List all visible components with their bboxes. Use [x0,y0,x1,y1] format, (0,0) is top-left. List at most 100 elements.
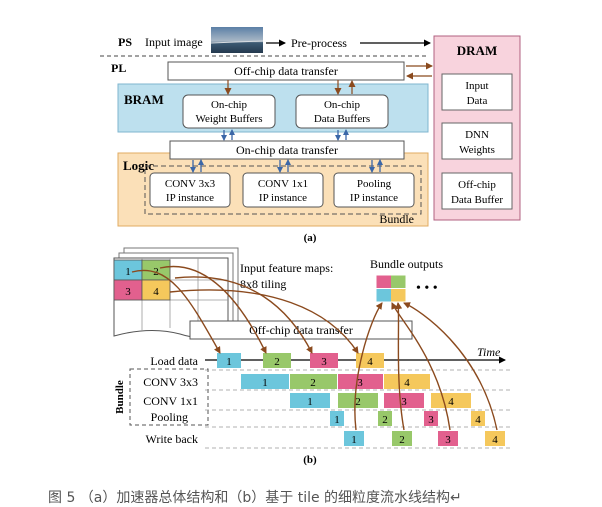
arrow-tile1-load [131,269,221,354]
pool-block-2-label: 2 [382,414,388,426]
row-label-pool: Pooling [151,410,188,424]
input-image-label: Input image [145,35,203,49]
dram-buffer-line1: Off-chip [458,179,496,191]
offchip-transfer-label: Off-chip data transfer [234,64,338,78]
onchip-transfer-label-overlay: On-chip data transfer [236,143,338,157]
conv1-block-1-label: 1 [307,396,313,408]
dram-weights-box [441,122,513,160]
arrow-write3-out [391,302,451,431]
dram-input-line1: Input [465,80,488,92]
load-block-1-label: 1 [226,356,232,368]
part-a-sublabel: (a) [304,232,317,244]
bram-label: BRAM [124,92,164,107]
ps-label: PS [118,35,132,49]
dram-buffer-line2: Data Buffer [451,194,503,206]
pool-line2: IP instance [350,192,398,204]
load-block-2-label: 2 [274,356,280,368]
pool-block-4 [471,411,485,426]
arrow-tile3-load [174,276,313,354]
row-label-conv3: CONV 3x3 [143,375,198,389]
arrow-write4-out [403,302,498,431]
output-tile-2b [391,275,406,288]
load-block-2 [263,353,291,368]
offchip-transfer-b-label: Off-chip data transfer [249,323,353,337]
conv3-block-1-label: 1 [262,377,268,389]
pool-block-1-label: 1 [334,414,340,426]
conv1-box [242,172,324,208]
conv1-block-4-label: 4 [448,396,454,408]
preprocess-label: Pre-process [291,36,347,50]
conv3-line1: CONV 3x3 [165,178,216,190]
conv1-block-3-label: 3 [401,396,407,408]
bundle-outputs-label: Bundle outputs [370,257,443,271]
weight-buffers-box [182,94,276,129]
output-tile-3-top [376,275,391,288]
dram-input-line2: Data [467,95,488,107]
pool-box [333,172,415,208]
conv3-block-4 [384,374,430,389]
load-block-4 [356,353,384,368]
write-block-2 [392,431,412,446]
bundle-side-label: Bundle [114,380,126,414]
write-block-4-label: 4 [492,434,498,446]
write-block-1 [344,431,364,446]
tile-4-label: 4 [153,286,159,298]
arrow-write2-out [395,302,405,431]
bundle-dashed-box [144,165,422,215]
conv3-block-1 [241,374,289,389]
pool-line1: Pooling [357,178,392,190]
pool-block-1 [330,411,344,426]
dram-label: DRAM [457,43,497,58]
pool-block-3 [424,411,438,426]
conv1-block-4 [431,393,471,408]
dram-input-data-box [441,73,513,111]
tile-4 [141,279,171,301]
load-block-4-label: 4 [367,356,373,368]
conv3-block-3 [338,374,383,389]
tile-1-label: 1 [125,266,131,278]
pool-block-2 [378,411,392,426]
conv3-box [149,172,231,208]
bundle-stage-group [129,368,209,426]
pool-block-3-label: 3 [428,414,434,426]
write-block-3-label: 3 [445,434,451,446]
conv3-block-4-label: 4 [404,377,410,389]
conv3-block-3-label: 3 [357,377,363,389]
feature-maps-line1: Input feature maps: [240,261,333,275]
conv1-line1: CONV 1x1 [258,178,308,190]
write-block-4 [485,431,505,446]
part-b-sublabel: (b) [303,454,317,466]
conv1-line2: IP instance [259,192,307,204]
write-block-3 [438,431,458,446]
dram-buffer-box [441,172,513,210]
write-block-2-label: 2 [399,434,405,446]
dram-weights-line1: DNN [465,129,489,141]
figure-caption: 图 5 （a）加速器总体结构和（b）基于 tile 的细粒度流水线结构↵ [48,490,462,506]
arrow-tile2-load [159,265,267,354]
bundle-outputs-dots: • • • [416,281,438,296]
conv3-block-2-label: 2 [310,377,316,389]
dram-weights-line2: Weights [459,144,495,156]
conv3-line2: IP instance [166,192,214,204]
offchip-transfer-box [167,61,405,81]
offchip-transfer-b-box [189,320,413,340]
conv3-block-2 [290,374,337,389]
arrow-tile4-load [169,289,359,354]
feature-maps-line2: 8x8 tiling [240,277,286,291]
time-label: Time [477,345,501,359]
pool-block-4-label: 4 [475,414,481,426]
data-buffers-line2: Data Buffers [314,113,370,125]
data-buffers-box [295,94,389,129]
output-tile-4 [391,289,406,302]
logic-label: Logic [123,158,154,173]
weight-buffers-line2: Weight Buffers [195,113,262,125]
input-image-thumbnail [211,27,263,53]
load-block-1 [217,353,241,368]
write-block-1-label: 1 [351,434,357,446]
pl-label: PL [111,61,126,75]
conv1-block-3 [384,393,424,408]
row-label-write: Write back [146,432,199,446]
load-block-3-label: 3 [321,356,327,368]
output-tile-grid [375,274,407,303]
